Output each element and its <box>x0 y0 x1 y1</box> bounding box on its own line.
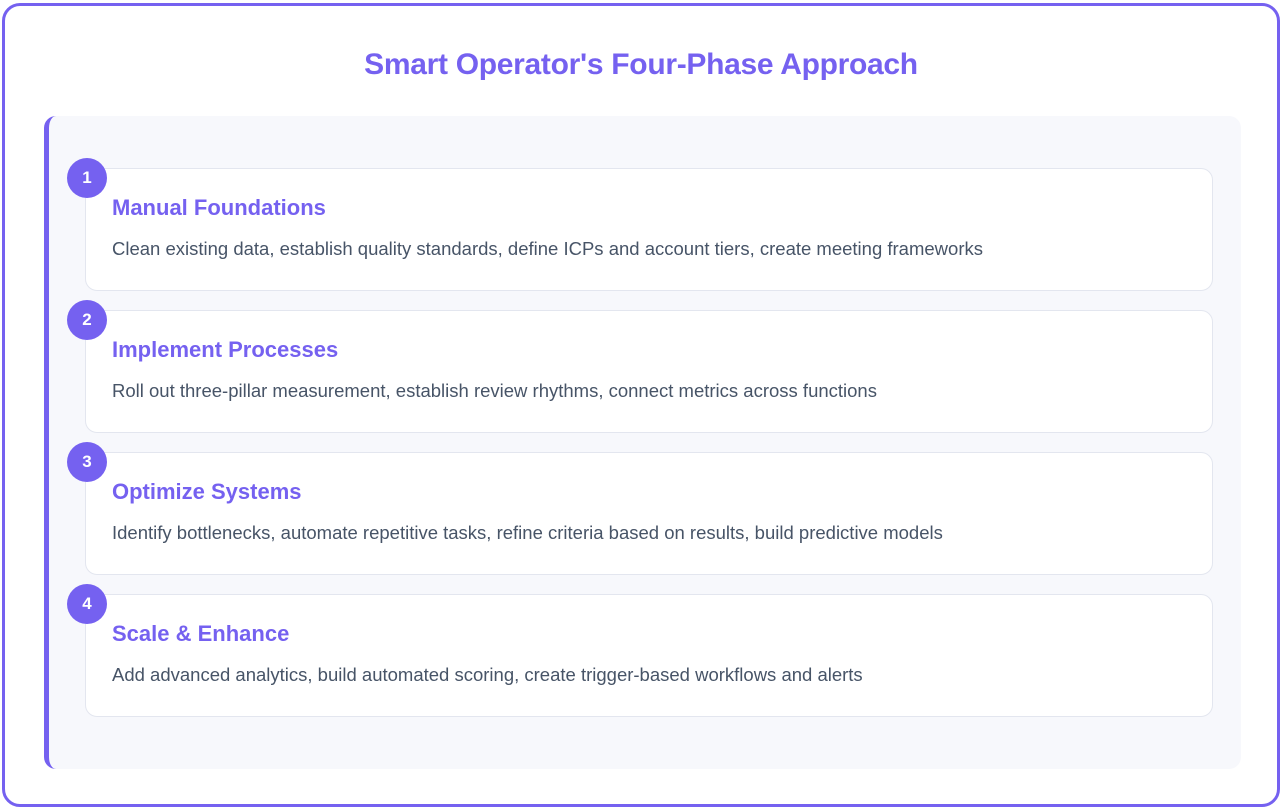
phase-card-implement-processes: Implement Processes Roll out three-pilla… <box>85 310 1213 433</box>
diagram-title: Smart Operator's Four-Phase Approach <box>364 48 918 81</box>
phase-card-manual-foundations: Manual Foundations Clean existing data, … <box>85 168 1213 291</box>
phase-number-badge: 1 <box>67 158 107 198</box>
phase-title: Manual Foundations <box>112 195 326 220</box>
phase-card-scale-enhance: Scale & Enhance Add advanced analytics, … <box>85 594 1213 717</box>
phase-description: Clean existing data, establish quality s… <box>112 238 983 259</box>
phase-title: Scale & Enhance <box>112 621 290 646</box>
phase-title: Implement Processes <box>112 337 339 362</box>
phase-number-badge: 2 <box>67 300 107 340</box>
phase-description: Roll out three-pillar measurement, estab… <box>112 380 877 401</box>
phase-description: Add advanced analytics, build automated … <box>112 664 863 685</box>
phase-card-optimize-systems: Optimize Systems Identify bottlenecks, a… <box>85 452 1213 575</box>
phase-description: Identify bottlenecks, automate repetitiv… <box>112 522 943 543</box>
phase-number-badge: 4 <box>67 584 107 624</box>
phase-title: Optimize Systems <box>112 479 302 504</box>
diagram-frame: Smart Operator's Four-Phase Approach 1 M… <box>2 3 1280 807</box>
phase-number-badge: 3 <box>67 442 107 482</box>
phases-panel: 1 Manual Foundations Clean existing data… <box>44 116 1241 769</box>
